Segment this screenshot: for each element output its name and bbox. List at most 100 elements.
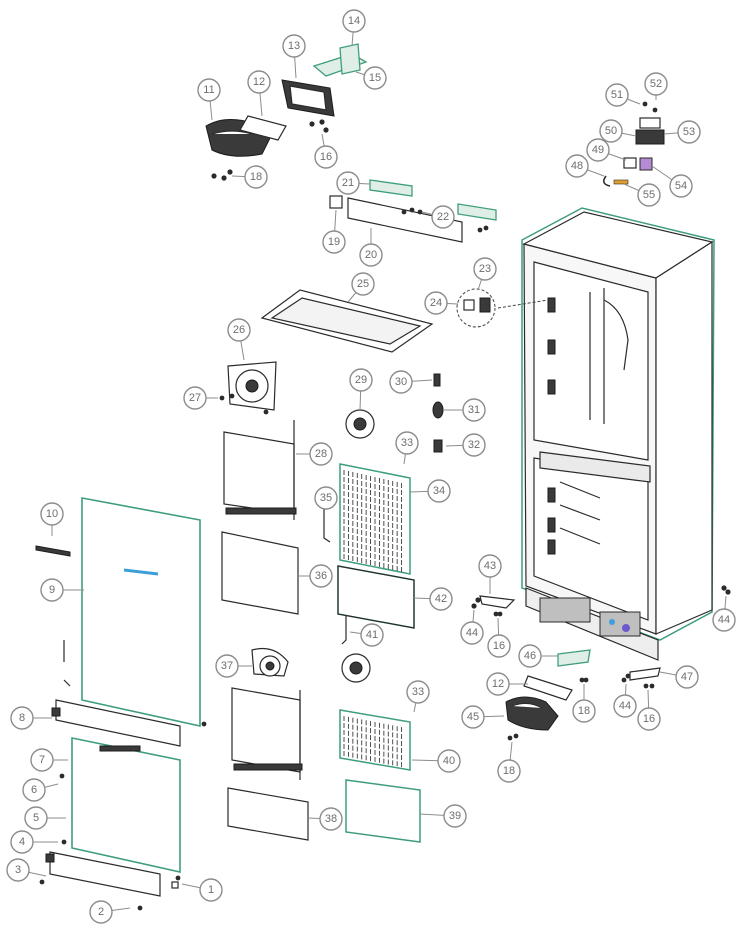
callout-50: 50	[599, 119, 623, 143]
callout-circle	[183, 386, 207, 410]
part-49-54-blocks	[623, 157, 653, 171]
callout-20: 20	[359, 243, 383, 267]
callout-33: 33	[406, 680, 430, 704]
callout-circle	[197, 78, 221, 102]
screws-22	[401, 207, 489, 233]
callout-number: 54	[675, 180, 687, 192]
callout-circle	[669, 174, 693, 198]
part-34-evaporator-upper	[339, 463, 411, 575]
callout-circle	[677, 120, 701, 144]
callout-circle	[309, 442, 333, 466]
callout-number: 55	[643, 189, 655, 201]
callout-22: 22	[431, 205, 455, 229]
callout-6: 6	[22, 778, 46, 802]
callout-number: 53	[683, 126, 695, 138]
callout-number: 46	[524, 650, 536, 662]
callout-circle	[10, 830, 34, 854]
callout-53: 53	[677, 120, 701, 144]
callout-9: 9	[40, 578, 64, 602]
callout-54: 54	[669, 174, 693, 198]
callout-circle	[40, 502, 64, 526]
callout-40: 40	[437, 749, 461, 773]
callout-46: 46	[518, 644, 542, 668]
callout-31: 31	[462, 398, 486, 422]
callout-circle	[359, 243, 383, 267]
callout-circle	[644, 72, 668, 96]
callout-labels: 1234567891011121213141516161618181819202…	[6, 9, 736, 924]
part-36-cover	[221, 531, 299, 615]
callout-44: 44	[460, 621, 484, 645]
callout-55: 55	[637, 183, 661, 207]
callout-11: 11	[197, 78, 221, 102]
callout-16: 16	[487, 634, 511, 658]
part-39-drain-pan-lower	[345, 779, 421, 843]
part-29-fan-motor	[345, 409, 375, 439]
callout-8: 8	[10, 706, 34, 730]
callout-number: 18	[578, 705, 590, 717]
callout-number: 44	[619, 700, 631, 712]
callout-circle	[462, 398, 486, 422]
callout-number: 47	[681, 671, 693, 683]
callout-circle	[486, 672, 510, 696]
callout-39: 39	[443, 804, 467, 828]
callout-number: 1	[208, 884, 214, 896]
callout-45: 45	[461, 705, 485, 729]
callout-circle	[322, 230, 346, 254]
part-40-evaporator-lower	[339, 709, 411, 771]
callout-number: 3	[15, 864, 21, 876]
callout-circle	[342, 9, 366, 33]
callout-number: 52	[650, 78, 662, 90]
callout-circle	[460, 621, 484, 645]
part-3-lower-trim	[49, 851, 161, 897]
callout-43: 43	[478, 554, 502, 578]
callout-52: 52	[644, 72, 668, 96]
callout-number: 18	[250, 171, 262, 183]
refrigerator-cabinet	[456, 207, 715, 661]
part-46-hinge	[557, 649, 591, 667]
callout-35: 35	[314, 486, 338, 510]
callout-number: 27	[189, 392, 201, 404]
callout-circle	[244, 165, 268, 189]
callout-circle	[309, 564, 333, 588]
callout-number: 23	[479, 263, 491, 275]
screws-27	[219, 393, 269, 415]
callout-circle	[613, 694, 637, 718]
callout-number: 16	[320, 151, 332, 163]
callout-circle	[24, 806, 48, 830]
callout-number: 19	[328, 236, 340, 248]
callout-number: 35	[320, 492, 332, 504]
part-13-duct	[281, 79, 335, 117]
part-35-sensor	[323, 508, 331, 543]
callout-26: 26	[227, 318, 251, 342]
callout-15: 15	[363, 66, 387, 90]
callout-number: 40	[443, 755, 455, 767]
callout-48: 48	[565, 154, 589, 178]
callout-18: 18	[572, 699, 596, 723]
callout-circle	[586, 138, 610, 162]
callout-number: 21	[342, 177, 354, 189]
callout-number: 13	[288, 40, 300, 52]
callout-number: 50	[605, 125, 617, 137]
callout-19: 19	[322, 230, 346, 254]
callout-number: 44	[466, 627, 478, 639]
part-9-door-panel	[81, 497, 201, 727]
callout-21: 21	[336, 171, 360, 195]
callout-44: 44	[712, 608, 736, 632]
part-42-drain-pan-upper	[337, 565, 415, 629]
callout-circle	[429, 587, 453, 611]
callout-10: 10	[40, 502, 64, 526]
callout-number: 34	[433, 485, 445, 497]
callout-circle	[443, 804, 467, 828]
callout-circle	[462, 433, 486, 457]
callout-circle	[599, 119, 623, 143]
callout-circle	[605, 83, 629, 107]
small-door-parts	[39, 640, 207, 911]
callout-number: 29	[355, 374, 367, 386]
callout-number: 38	[325, 813, 337, 825]
callout-circle	[389, 370, 413, 394]
callout-14: 14	[342, 9, 366, 33]
callout-number: 16	[643, 713, 655, 725]
callout-circle	[565, 154, 589, 178]
callout-30: 30	[389, 370, 413, 394]
